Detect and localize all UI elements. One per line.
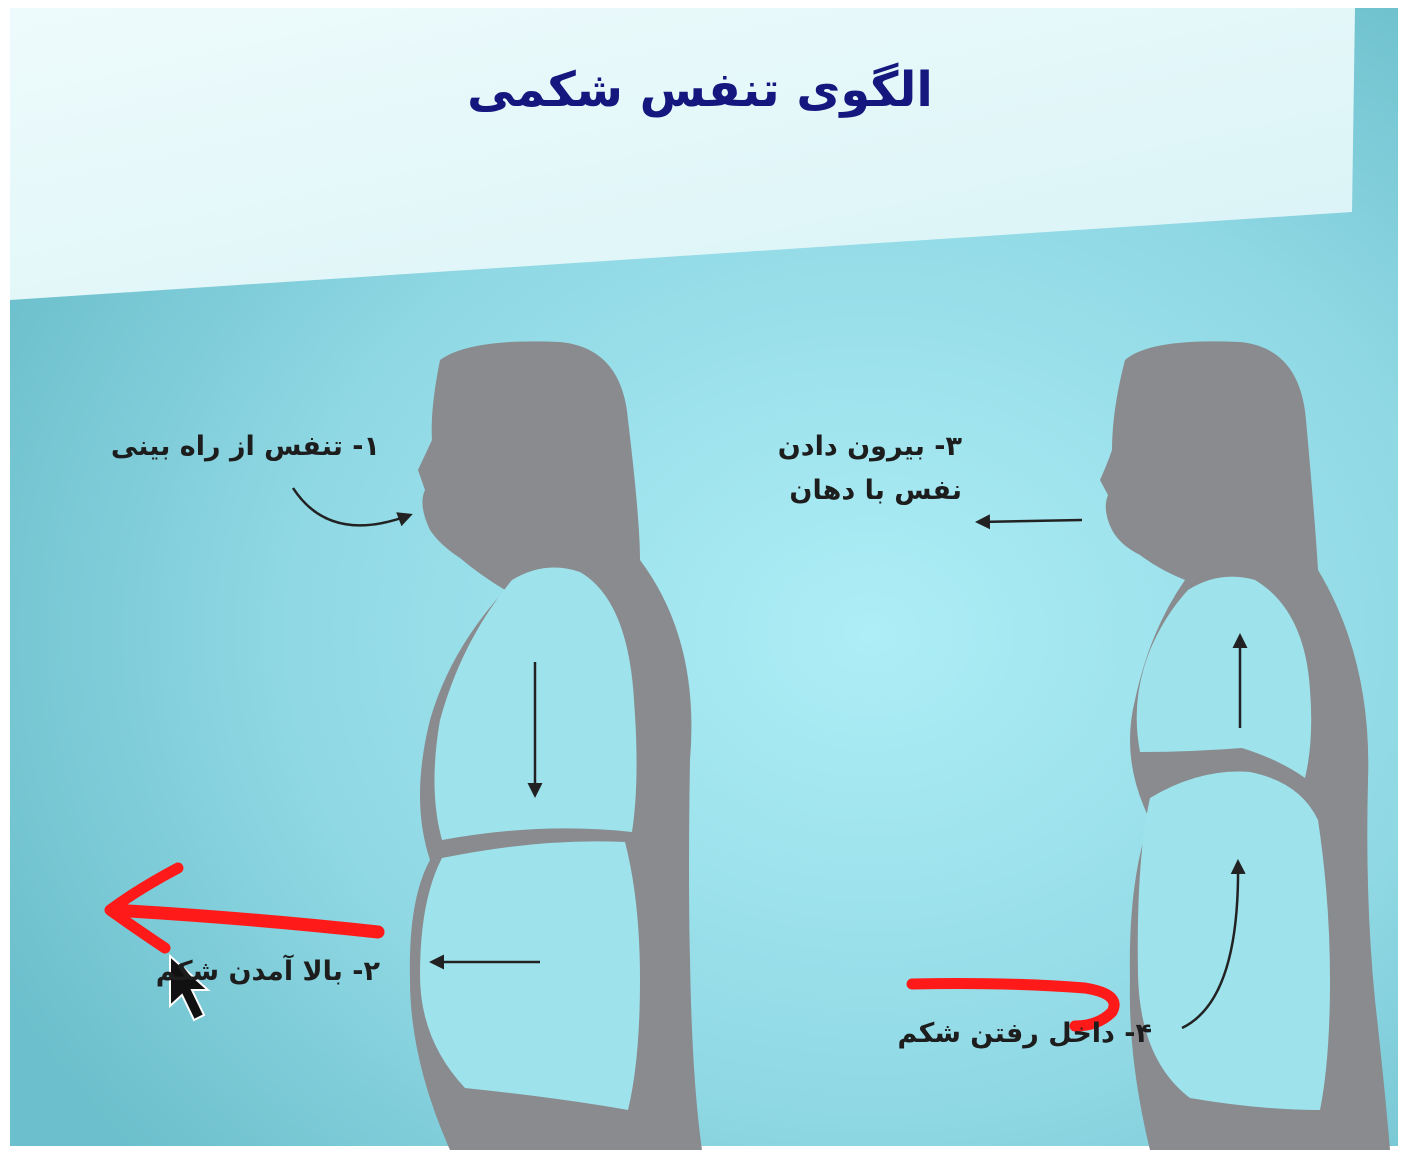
step-3-line-2: نفس با دهان bbox=[778, 469, 962, 513]
page-title: الگوی تنفس شکمی bbox=[330, 62, 1070, 118]
step-2-label: ۲- بالا آمدن شکم bbox=[156, 950, 380, 994]
step-4-label: ۴- داخل رفتن شکم bbox=[897, 1012, 1152, 1056]
step-3-label: ۳- بیرون دادن نفس با دهان bbox=[778, 425, 962, 513]
step-1-label: ۱- تنفس از راه بینی bbox=[111, 425, 380, 469]
step-3-line-1: ۳- بیرون دادن bbox=[778, 425, 962, 469]
